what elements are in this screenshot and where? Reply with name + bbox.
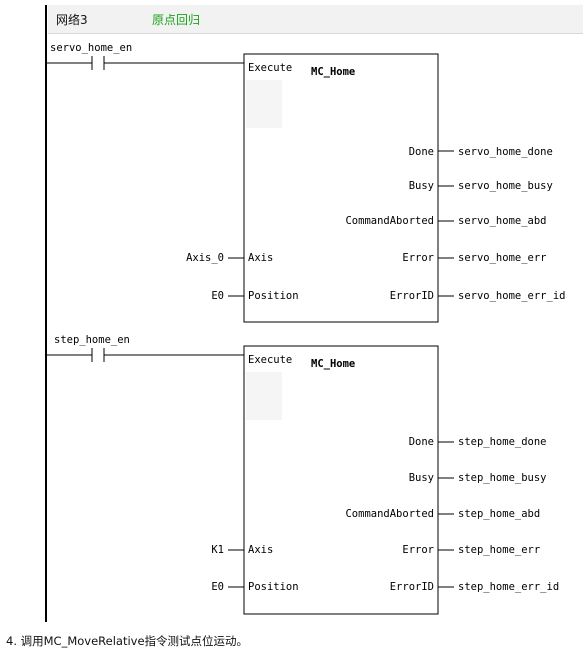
pin-execute: Execute: [248, 354, 292, 366]
pin-error: Error: [402, 252, 434, 264]
network-label: 网络3: [56, 13, 88, 27]
pin-errorid: ErrorID: [390, 290, 434, 302]
rung-servo-home[interactable]: servo_home_en Execute MC_Home Done Busy …: [46, 42, 565, 323]
pin-axis: Axis: [248, 544, 273, 556]
output-error-variable[interactable]: step_home_err: [458, 544, 540, 556]
pin-position: Position: [248, 290, 299, 302]
block-title: MC_Home: [311, 358, 355, 370]
input-position-variable[interactable]: E0: [211, 581, 224, 593]
network-comment: 原点回归: [152, 13, 201, 27]
contact-label: servo_home_en: [50, 42, 132, 54]
mc-home-block[interactable]: Execute MC_Home Done Busy CommandAborted…: [243, 345, 439, 615]
pin-done: Done: [409, 146, 434, 158]
input-axis-variable[interactable]: Axis_0: [186, 252, 224, 264]
pin-error: Error: [402, 544, 434, 556]
output-busy-variable[interactable]: step_home_busy: [458, 472, 547, 484]
pin-axis: Axis: [248, 252, 273, 264]
output-done-variable[interactable]: servo_home_done: [458, 146, 553, 158]
output-error-variable[interactable]: servo_home_err: [458, 252, 547, 264]
input-position-variable[interactable]: E0: [211, 290, 224, 302]
pin-errorid: ErrorID: [390, 581, 434, 593]
caption-text: 4. 调用MC_MoveRelative指令测试点位运动。: [6, 634, 249, 648]
mc-home-block[interactable]: Execute MC_Home Done Busy CommandAborted…: [243, 53, 439, 323]
pin-busy: Busy: [409, 472, 434, 484]
output-errorid-variable[interactable]: servo_home_err_id: [458, 290, 565, 302]
network-header[interactable]: 网络3 原点回归: [48, 5, 583, 34]
output-done-variable[interactable]: step_home_done: [458, 436, 547, 448]
pin-position: Position: [248, 581, 299, 593]
output-aborted-variable[interactable]: servo_home_abd: [458, 215, 547, 227]
pin-commandaborted: CommandAborted: [345, 508, 434, 520]
pin-busy: Busy: [409, 180, 434, 192]
pin-done: Done: [409, 436, 434, 448]
pin-commandaborted: CommandAborted: [345, 215, 434, 227]
output-busy-variable[interactable]: servo_home_busy: [458, 180, 553, 192]
contact-label: step_home_en: [54, 334, 130, 346]
pin-execute: Execute: [248, 62, 292, 74]
rung-step-home[interactable]: step_home_en Execute MC_Home Done Busy C…: [46, 334, 559, 615]
input-axis-variable[interactable]: K1: [211, 544, 224, 556]
output-aborted-variable[interactable]: step_home_abd: [458, 508, 540, 520]
output-errorid-variable[interactable]: step_home_err_id: [458, 581, 559, 593]
block-title: MC_Home: [311, 66, 355, 78]
normally-open-contact[interactable]: [46, 348, 244, 362]
normally-open-contact[interactable]: [46, 56, 244, 70]
